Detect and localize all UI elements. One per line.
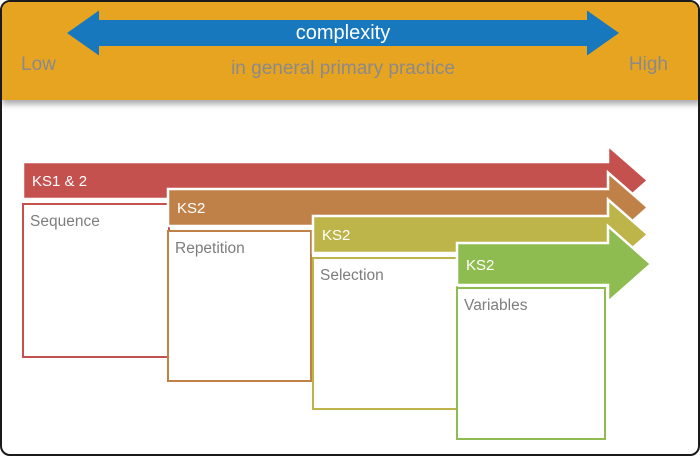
banner-title: complexity bbox=[295, 22, 391, 44]
sequence-box-label: Sequence bbox=[30, 213, 100, 230]
low-label: Low bbox=[21, 54, 56, 75]
double-arrow-graphic bbox=[67, 10, 619, 56]
high-label: High bbox=[628, 54, 668, 75]
cascade-diagram: Sequence KS1 & 2 Repetition KS2 Selectio… bbox=[21, 142, 653, 440]
repetition-box-label: Repetition bbox=[175, 240, 245, 257]
selection-stage-label: KS2 bbox=[322, 227, 350, 244]
double-headed-arrow-icon bbox=[67, 10, 619, 56]
variables-box-label: Variables bbox=[464, 297, 528, 314]
variables-box bbox=[456, 287, 606, 440]
repetition-stage-label: KS2 bbox=[177, 200, 205, 217]
variables-stage-label: KS2 bbox=[466, 257, 494, 274]
sequence-stage-label: KS1 & 2 bbox=[32, 173, 87, 190]
selection-box-label: Selection bbox=[320, 267, 384, 284]
variables-arrow bbox=[455, 223, 653, 305]
complexity-banner: complexity in general primary practice L… bbox=[2, 2, 698, 100]
banner-subtitle: in general primary practice bbox=[231, 58, 455, 79]
repetition-box bbox=[167, 230, 312, 382]
unit-variables: Variables KS2 bbox=[455, 223, 653, 440]
selection-box bbox=[312, 257, 458, 410]
